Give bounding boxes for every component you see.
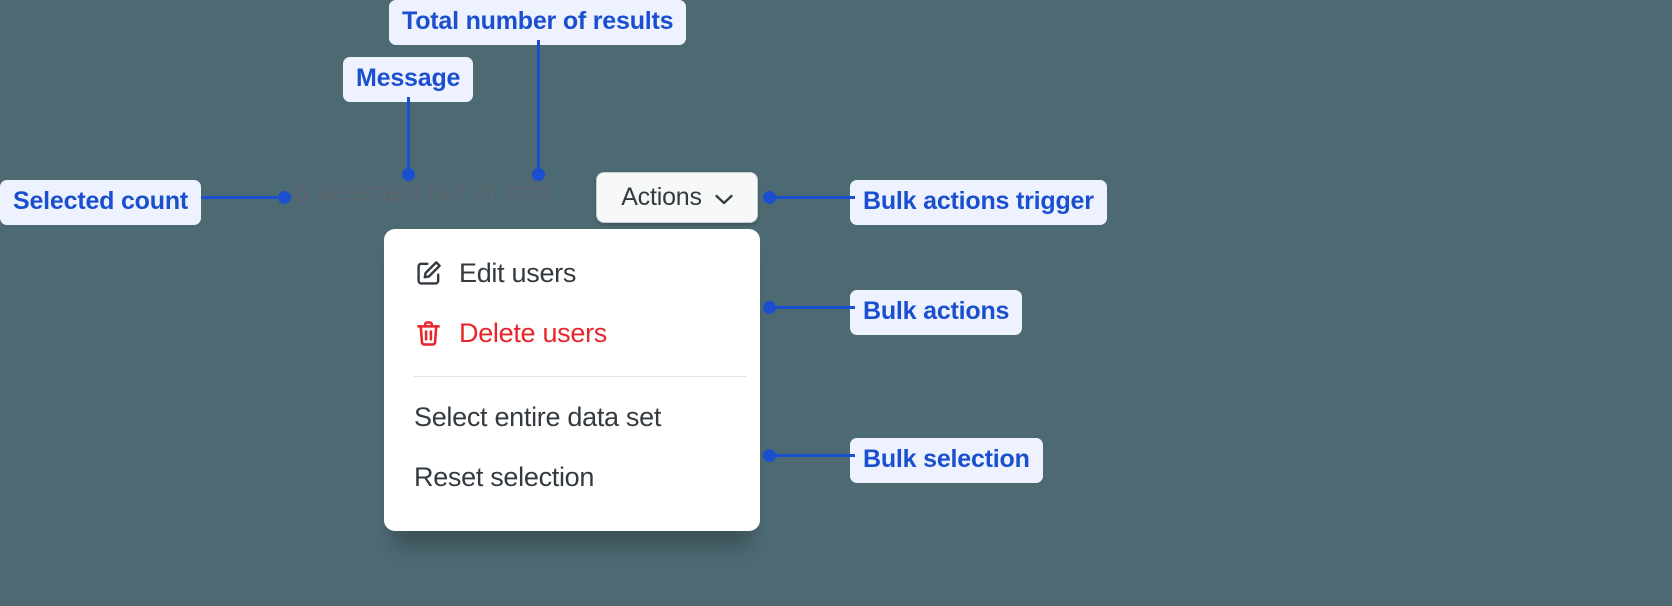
bulk-actions-dropdown-menu: Edit users Delete users Select entire da… xyxy=(384,229,760,531)
leader-line-bulk-actions xyxy=(769,306,855,309)
leader-line-selected-count xyxy=(201,196,285,199)
menu-item-reset-selection-label: Reset selection xyxy=(414,461,595,492)
menu-spacer xyxy=(384,443,760,451)
annotation-selected-count: Selected count xyxy=(0,180,202,225)
trash-icon xyxy=(414,319,443,348)
leader-dot-total-number-of-results xyxy=(532,168,545,181)
menu-item-delete-users[interactable]: Delete users xyxy=(384,307,760,359)
menu-item-edit-users[interactable]: Edit users xyxy=(384,247,760,299)
bulk-actions-trigger-label: Actions xyxy=(621,183,702,211)
leader-dot-message xyxy=(402,168,415,181)
menu-item-delete-users-label: Delete users xyxy=(459,317,607,348)
menu-item-reset-selection[interactable]: Reset selection xyxy=(384,451,760,503)
selection-status-row: 6 selected out of ### xyxy=(294,178,550,206)
edit-pencil-icon xyxy=(414,259,443,288)
menu-item-select-entire-data-set-label: Select entire data set xyxy=(414,401,662,432)
selected-count-message: 6 selected out of ### xyxy=(294,176,550,207)
leader-line-bulk-actions-trigger xyxy=(769,196,855,199)
menu-item-edit-users-label: Edit users xyxy=(459,257,577,288)
annotation-bulk-selection: Bulk selection xyxy=(850,438,1043,483)
leader-dot-bulk-selection xyxy=(763,449,776,462)
annotation-bulk-actions: Bulk actions xyxy=(850,290,1023,335)
chevron-down-icon xyxy=(715,192,733,205)
menu-divider xyxy=(414,376,746,377)
leader-line-message xyxy=(407,97,410,175)
menu-spacer xyxy=(384,299,760,307)
leader-dot-bulk-actions-trigger xyxy=(763,191,776,204)
leader-line-bulk-selection xyxy=(769,454,855,457)
bulk-actions-trigger-button[interactable]: Actions xyxy=(596,172,758,223)
menu-item-select-entire-data-set[interactable]: Select entire data set xyxy=(384,391,760,443)
leader-dot-bulk-actions xyxy=(763,301,776,314)
annotation-bulk-actions-trigger: Bulk actions trigger xyxy=(850,180,1107,225)
leader-line-total-number-of-results xyxy=(537,40,540,175)
annotation-total-number-of-results: Total number of results xyxy=(389,0,687,45)
leader-dot-selected-count xyxy=(278,191,291,204)
annotation-message: Message xyxy=(343,57,474,102)
